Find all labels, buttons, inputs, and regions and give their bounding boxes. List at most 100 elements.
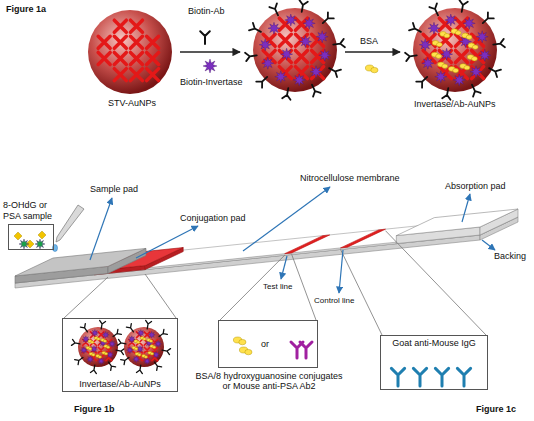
antibody-symbol — [126, 324, 136, 334]
leader-line — [64, 277, 108, 318]
bsa-blob — [464, 66, 470, 70]
particle-core — [88, 10, 172, 94]
invertase-star — [435, 71, 447, 83]
part-label: Backing — [494, 251, 526, 261]
invertase-star — [428, 22, 440, 34]
bsa-blob — [97, 338, 100, 341]
particle-core — [78, 327, 118, 367]
antibody-symbol — [298, 0, 308, 12]
antibody-symbol — [80, 324, 90, 334]
part-label: Invertase/Ab-AuNPs — [414, 99, 496, 109]
antibody-symbol — [269, 3, 281, 17]
antibody-symbol — [435, 368, 448, 386]
antibody-symbol — [116, 347, 125, 354]
invertase-star — [275, 71, 287, 83]
invertase-star — [203, 59, 217, 73]
antibody-symbol — [111, 329, 121, 339]
arrow-line — [339, 250, 343, 293]
antibody-symbol — [308, 83, 320, 97]
inset-box: 8-OHdG or PSA sample — [8, 224, 54, 250]
antibody-symbol — [429, 3, 441, 17]
antibody-symbol — [144, 320, 151, 329]
streptavidin-cross — [295, 50, 307, 62]
bsa-blob — [104, 353, 107, 356]
arrow-line — [345, 51, 400, 52]
streptavidin-cross — [114, 20, 126, 32]
arrow-line — [136, 226, 198, 258]
antibody-symbol — [468, 83, 480, 97]
antibody-symbol — [256, 74, 270, 88]
arrow-line — [462, 194, 470, 222]
invertase-star — [87, 356, 94, 363]
bsa-blob — [239, 339, 246, 344]
inset-label: or — [261, 339, 269, 349]
bsa-blob — [106, 346, 109, 349]
antibody-symbol — [117, 339, 126, 346]
invertase-star — [148, 331, 155, 338]
invertase-star — [316, 31, 328, 43]
antibody-symbol — [391, 368, 404, 386]
antibody-symbol — [282, 87, 292, 99]
invertase-star — [310, 66, 322, 78]
streptavidin-cross — [130, 20, 142, 32]
invertase-star — [293, 74, 305, 86]
streptavidin-cross — [279, 34, 291, 46]
invertase-star — [268, 22, 280, 34]
antibody-symbol — [200, 31, 210, 44]
bsa-blob — [91, 341, 94, 344]
bsa-blob — [137, 341, 140, 344]
invertase-star — [98, 358, 105, 365]
particle-core — [413, 8, 497, 92]
leader-line — [145, 274, 176, 318]
sample-pad — [15, 248, 146, 276]
bsa-blob — [453, 68, 459, 72]
sample-icons — [14, 231, 46, 249]
invertase-star — [470, 66, 482, 78]
invertase-star — [35, 239, 45, 249]
antibody-symbol — [405, 51, 417, 61]
inset-box: Invertase/Ab-AuNPs — [62, 318, 178, 392]
caption-label: BSA/8 hydroxyguanosine conjugates or Mou… — [194, 371, 344, 392]
gold-nanoparticle — [245, 0, 345, 100]
part-label: Conjugation pad — [180, 213, 246, 223]
gold-nanoparticle — [71, 320, 124, 373]
antibody-symbol — [90, 365, 97, 374]
streptavidin-cross — [130, 36, 142, 48]
leader-line — [385, 231, 486, 335]
bsa-blob — [152, 346, 155, 349]
antibody-symbol — [71, 339, 80, 346]
invertase-star — [133, 356, 140, 363]
part-label: Test line — [263, 282, 292, 291]
antibody-symbol — [75, 355, 85, 365]
antibody-symbol — [458, 0, 468, 12]
invertase-star — [476, 31, 488, 43]
antibody-symbol — [457, 368, 470, 386]
streptavidin-cross — [455, 50, 467, 62]
invertase-star — [463, 17, 475, 29]
part-label: Absorption pad — [445, 181, 506, 191]
invertase-star — [262, 57, 274, 69]
invertase-star — [479, 49, 491, 61]
part-label: Nitrocellulose membrane — [300, 173, 400, 183]
bsa-blob — [466, 35, 472, 39]
inset-label: Goat anti-Mouse IgG — [392, 338, 476, 348]
streptavidin-cross — [147, 36, 159, 48]
antibody-symbol — [442, 87, 452, 99]
gold-nanoparticle — [117, 320, 170, 373]
invertase-star — [453, 74, 465, 86]
antibody-symbol — [300, 342, 312, 358]
streptavidin-cross — [147, 69, 159, 81]
antibody-symbol — [152, 360, 162, 370]
inset-label: Invertase/Ab-AuNPs — [79, 379, 161, 389]
analyte-diamond — [38, 231, 46, 239]
analyte-diamond — [14, 232, 22, 240]
figure-number: Figure 1a — [6, 4, 46, 14]
bsa-blob — [138, 354, 141, 357]
control-line-stripe — [341, 229, 386, 248]
invertase-star — [419, 39, 431, 51]
streptavidin-cross — [114, 69, 126, 81]
bsa-blob — [150, 353, 153, 356]
antibody-symbol — [106, 360, 116, 370]
absorption-pad — [396, 209, 518, 236]
